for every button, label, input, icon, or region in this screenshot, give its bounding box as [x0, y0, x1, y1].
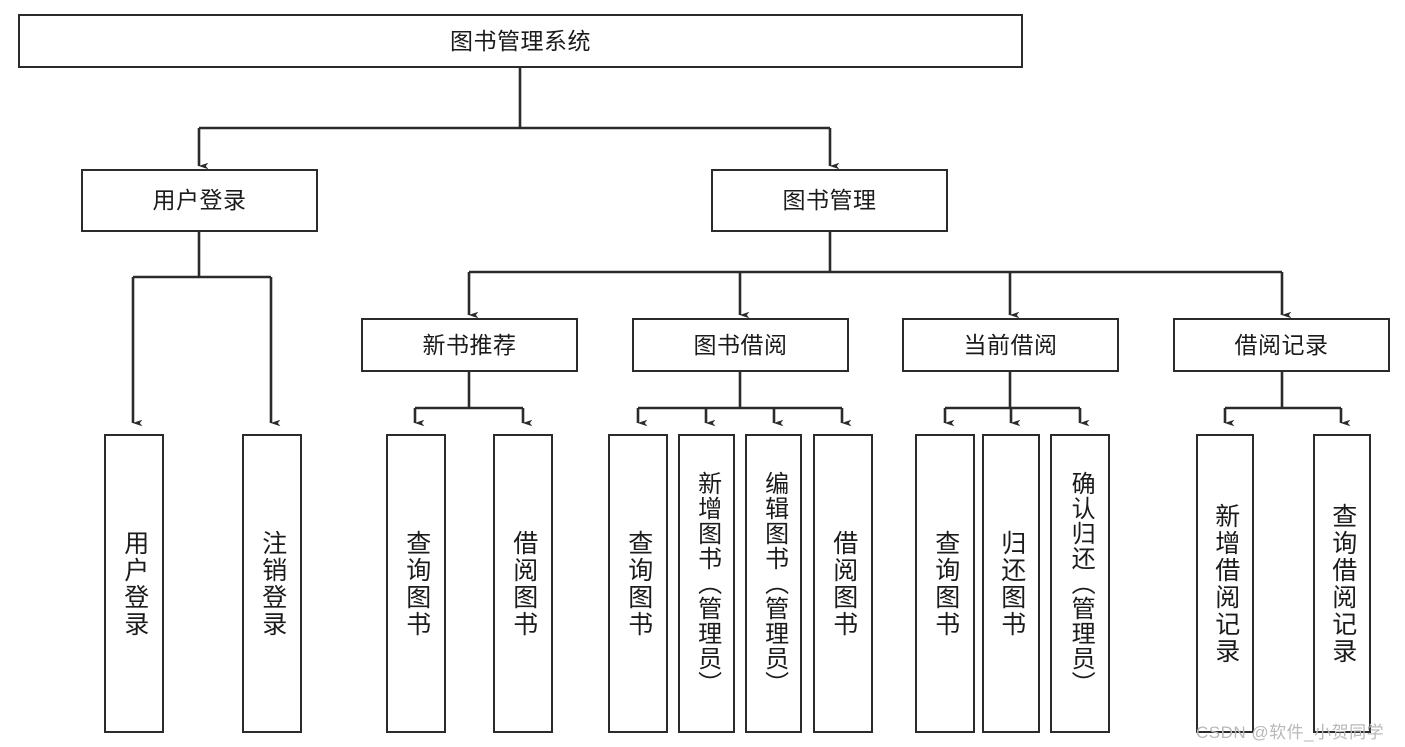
- node-borrow-record-label: 借阅记录: [1234, 331, 1329, 358]
- node-root-label: 图书管理系统: [450, 27, 591, 54]
- node-book-borrow-label: 图书借阅: [693, 331, 788, 358]
- leaf-edit-book-label: 编辑图书（管理员）: [760, 471, 788, 696]
- node-book-manage-label: 图书管理: [782, 187, 877, 214]
- leaf-query-book-3-label: 查询图书: [931, 529, 960, 638]
- leaf-borrow-book-2[interactable]: 借阅图书: [813, 434, 873, 733]
- leaf-return-book[interactable]: 归还图书: [982, 434, 1040, 733]
- leaf-confirm-return[interactable]: 确认归还（管理员）: [1050, 434, 1110, 733]
- leaf-edit-book[interactable]: 编辑图书（管理员）: [745, 434, 802, 733]
- leaf-query-book-3[interactable]: 查询图书: [915, 434, 975, 733]
- node-borrow-record[interactable]: 借阅记录: [1173, 318, 1390, 372]
- node-current-borrow-label: 当前借阅: [963, 331, 1058, 358]
- leaf-query-book-1-label: 查询图书: [402, 529, 431, 638]
- leaf-confirm-return-label: 确认归还（管理员）: [1067, 471, 1095, 696]
- leaf-user-login[interactable]: 用户登录: [104, 434, 164, 733]
- leaf-add-book-label: 新增图书（管理员）: [693, 471, 721, 696]
- leaf-add-record[interactable]: 新增借阅记录: [1196, 434, 1254, 733]
- leaf-query-record-label: 查询借阅记录: [1328, 502, 1357, 665]
- node-user-login[interactable]: 用户登录: [81, 169, 318, 232]
- leaf-query-book-2[interactable]: 查询图书: [608, 434, 668, 733]
- leaf-logout-label: 注销登录: [258, 529, 287, 638]
- leaf-borrow-book-2-label: 借阅图书: [829, 529, 858, 638]
- leaf-query-record[interactable]: 查询借阅记录: [1313, 434, 1371, 733]
- node-root[interactable]: 图书管理系统: [18, 14, 1023, 68]
- leaf-borrow-book-1-label: 借阅图书: [509, 529, 538, 638]
- node-book-borrow[interactable]: 图书借阅: [632, 318, 849, 372]
- node-new-book-recommend[interactable]: 新书推荐: [361, 318, 578, 372]
- leaf-logout[interactable]: 注销登录: [242, 434, 302, 733]
- node-user-login-label: 用户登录: [152, 187, 247, 214]
- leaf-query-book-1[interactable]: 查询图书: [386, 434, 446, 733]
- leaf-user-login-label: 用户登录: [120, 529, 149, 638]
- leaf-borrow-book-1[interactable]: 借阅图书: [493, 434, 553, 733]
- leaf-add-record-label: 新增借阅记录: [1211, 502, 1240, 665]
- node-current-borrow[interactable]: 当前借阅: [902, 318, 1119, 372]
- node-book-manage[interactable]: 图书管理: [711, 169, 948, 232]
- leaf-add-book[interactable]: 新增图书（管理员）: [678, 434, 735, 733]
- csdn-watermark: CSDN @软件_小贺同学: [1196, 723, 1385, 742]
- leaf-query-book-2-label: 查询图书: [624, 529, 653, 638]
- node-new-book-recommend-label: 新书推荐: [422, 331, 517, 358]
- leaf-return-book-label: 归还图书: [997, 529, 1026, 638]
